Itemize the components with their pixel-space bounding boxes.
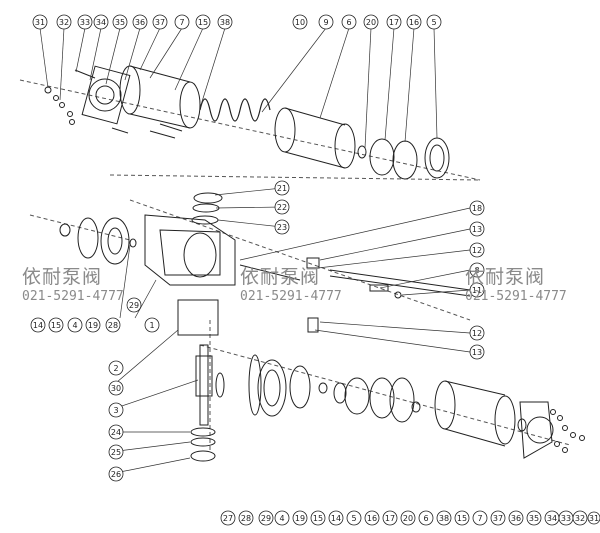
callout-label: 27 — [223, 514, 233, 523]
callout-label: 19 — [295, 514, 305, 523]
callout-label: 4 — [72, 321, 77, 330]
callout-label: 28 — [241, 514, 251, 523]
callout-label: 5 — [431, 18, 436, 27]
callout-label: 32 — [575, 514, 585, 523]
callout-label: 37 — [155, 18, 165, 27]
callout-label: 12 — [472, 329, 482, 338]
callout-label: 15 — [313, 514, 323, 523]
callout-label: 23 — [277, 223, 287, 232]
callout-label: 3 — [113, 406, 118, 415]
watermark-right: 依耐泵阀 021-5291-4777 — [465, 262, 567, 304]
callout-label: 1 — [149, 321, 154, 330]
bottom-actuator-assembly — [248, 354, 585, 459]
callout-label: 11 — [472, 286, 482, 295]
callout-label: 24 — [111, 428, 121, 437]
small-fasteners-bottom — [550, 409, 585, 453]
callout-label: 29 — [261, 514, 271, 523]
watermark-left: 依耐泵阀 021-5291-4777 — [22, 262, 124, 304]
callout-label: 36 — [511, 514, 521, 523]
callout-label: 17 — [385, 514, 395, 523]
callout-label: 6 — [423, 514, 428, 523]
callout-label: 9 — [323, 18, 328, 27]
leader-lines — [39, 27, 471, 475]
callout-label: 19 — [88, 321, 98, 330]
callout-label: 28 — [108, 321, 118, 330]
callout-label: 17 — [389, 18, 399, 27]
callout-label: 4 — [279, 514, 284, 523]
callout-label: 20 — [403, 514, 413, 523]
callout-label: 7 — [179, 18, 184, 27]
callout-label: 13 — [472, 225, 482, 234]
callout-label: 32 — [59, 18, 69, 27]
rack-hardware — [239, 257, 471, 333]
watermark-phone: 021-5291-4777 — [22, 289, 124, 304]
callout-label: 25 — [111, 448, 121, 457]
callout-label: 35 — [529, 514, 539, 523]
callout-label: 33 — [561, 514, 571, 523]
callout-label: 37 — [493, 514, 503, 523]
small-fasteners — [44, 69, 183, 139]
callout-label: 5 — [351, 514, 356, 523]
callout-label: 15 — [198, 18, 208, 27]
callout-label: 20 — [366, 18, 376, 27]
watermark-center: 依耐泵阀 021-5291-4777 — [240, 262, 342, 304]
watermark-phone: 021-5291-4777 — [240, 289, 342, 304]
callout-label: 38 — [439, 514, 449, 523]
watermark-company: 依耐泵阀 — [240, 266, 321, 288]
watermark-company: 依耐泵阀 — [465, 266, 546, 288]
callout-label: 26 — [111, 470, 121, 479]
callout-label: 22 — [277, 203, 287, 212]
middle-body-assembly — [59, 192, 236, 286]
spring — [199, 98, 271, 122]
watermark-phone: 021-5291-4777 — [465, 289, 567, 304]
callout-label: 34 — [547, 514, 557, 523]
top-actuator-assembly — [44, 65, 450, 180]
callout-label: 12 — [472, 246, 482, 255]
callout-label: 10 — [295, 18, 305, 27]
callout-label: 14 — [33, 321, 43, 330]
callout-label: 13 — [472, 348, 482, 357]
callout-label: 33 — [80, 18, 90, 27]
callout-label: 21 — [277, 184, 287, 193]
callout-label: 15 — [457, 514, 467, 523]
callout-label: 18 — [472, 204, 482, 213]
callout-circles — [30, 14, 600, 526]
callout-label: 31 — [589, 514, 599, 523]
callout-label: 16 — [367, 514, 377, 523]
callout-circles-extra — [292, 14, 308, 30]
callout-label: 7 — [477, 514, 482, 523]
pinion-assembly — [177, 299, 225, 462]
callout-label: 31 — [35, 18, 45, 27]
callout-label: 6 — [346, 18, 351, 27]
callout-label: 36 — [135, 18, 145, 27]
callout-label: 38 — [220, 18, 230, 27]
callout-label: 14 — [331, 514, 341, 523]
callout-label: 30 — [111, 384, 121, 393]
callout-label: 8 — [474, 266, 479, 275]
watermark-company: 依耐泵阀 — [22, 266, 103, 288]
callout-label: 34 — [96, 18, 106, 27]
callout-label: 29 — [129, 301, 139, 310]
callout-label: 2 — [113, 364, 118, 373]
callout-label: 15 — [51, 321, 61, 330]
callout-label: 16 — [409, 18, 419, 27]
callout-label: 35 — [115, 18, 125, 27]
